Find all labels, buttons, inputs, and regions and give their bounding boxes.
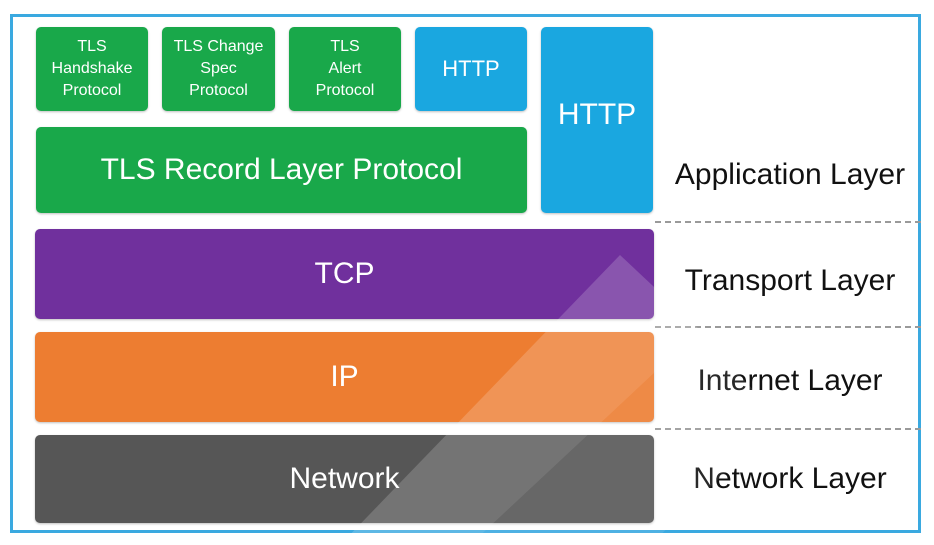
label-internet-layer: Internet Layer — [697, 364, 883, 397]
tls-handshake-protocol-box: TLS Handshake Protocol — [36, 27, 148, 111]
divider-application-transport — [655, 221, 921, 223]
http-box-small: HTTP — [415, 27, 527, 111]
label-transport-layer: Transport Layer — [684, 264, 896, 297]
tls-alert-protocol-box: TLS Alert Protocol — [289, 27, 401, 111]
tls-record-layer-protocol-box: TLS Record Layer Protocol — [36, 127, 527, 213]
tcp-box: TCP — [35, 229, 654, 319]
label-network-layer: Network Layer — [693, 462, 887, 495]
network-box: Network — [35, 435, 654, 523]
divider-transport-internet — [655, 326, 921, 328]
ip-box: IP — [35, 332, 654, 422]
label-application-layer: Application Layer — [674, 158, 906, 191]
http-box-tall: HTTP — [541, 27, 653, 213]
tls-change-spec-protocol-box: TLS Change Spec Protocol — [162, 27, 275, 111]
divider-internet-network — [655, 428, 921, 430]
